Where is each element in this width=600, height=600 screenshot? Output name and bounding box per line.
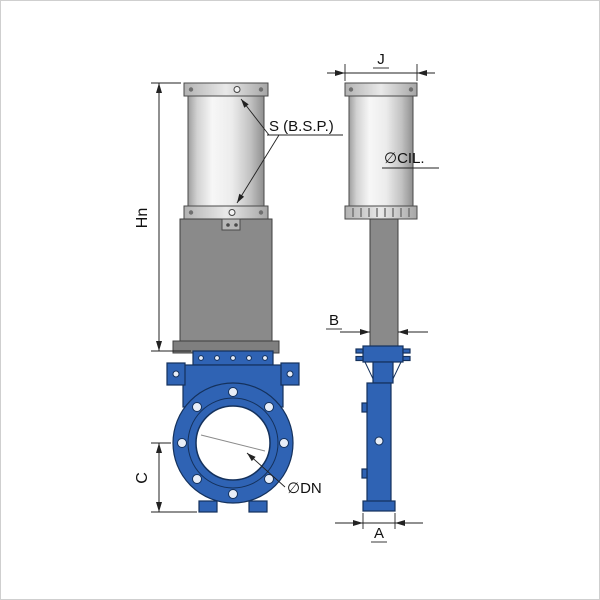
lug-right-bolt <box>286 370 294 378</box>
dn-label: ∅DN <box>287 480 322 497</box>
callout-dn: ∅DN <box>246 452 322 497</box>
yoke-front <box>172 218 280 354</box>
air-port-bottom <box>228 209 236 216</box>
s-bsp-label: S (B.S.P.) <box>269 118 334 135</box>
foot-side <box>362 500 396 512</box>
valve-body-side <box>355 345 411 512</box>
dim-j: J <box>327 51 435 81</box>
cylinder-side-top-cap <box>344 82 418 97</box>
cylinder-front <box>183 82 269 220</box>
air-port-top <box>233 86 241 93</box>
callout-cil: ∅CIL. <box>382 150 439 169</box>
lug-bump-top <box>361 402 368 413</box>
lug-left-bolt <box>172 370 180 378</box>
cylinder-body <box>187 95 265 207</box>
raised-face-ring <box>187 397 279 489</box>
lug-bump-bottom <box>361 468 368 479</box>
dim-j-label: J <box>377 51 385 68</box>
cylinder-side-bolt-row <box>352 208 410 217</box>
gland-stud-left-2 <box>355 355 364 362</box>
through-bolt-hole <box>374 436 384 446</box>
dim-hn-label: Hn <box>134 208 151 228</box>
stem-guide-bolts <box>226 223 238 227</box>
cil-label: ∅CIL. <box>384 150 425 167</box>
valve-body-front <box>166 350 300 513</box>
gland-bolts <box>198 355 268 361</box>
dim-a-label: A <box>374 525 384 542</box>
dim-b-label: B <box>329 312 339 329</box>
gland-stud-right-1 <box>402 348 411 354</box>
cylinder-side <box>344 82 418 220</box>
dim-a: A <box>335 513 423 543</box>
dim-c: C <box>134 442 197 513</box>
cylinder-bottom-cap <box>183 205 269 220</box>
side-view: J ∅CIL. B A <box>326 51 439 543</box>
yoke-body <box>179 218 273 342</box>
callout-s-bsp: S (B.S.P.) <box>236 98 343 204</box>
gate-edge-line <box>200 434 266 452</box>
gland-stud-right-2 <box>402 355 411 362</box>
front-view: Hn C S (B.S.P.) ∅DN <box>134 82 343 513</box>
cylinder-side-body <box>348 95 414 207</box>
dim-hn: Hn <box>134 82 191 352</box>
yoke-side <box>369 218 399 347</box>
stem-guide <box>221 218 241 231</box>
cylinder-top-cap <box>183 82 269 97</box>
cylinder-side-cap-bolts <box>348 87 414 92</box>
gland-stud-left-1 <box>355 348 364 354</box>
flange-bolt-holes <box>177 387 289 499</box>
neck-side <box>372 361 394 384</box>
foot-right <box>248 500 268 513</box>
dim-c-label: C <box>134 472 151 484</box>
cylinder-cap-bolts <box>188 87 264 215</box>
gland-side <box>362 345 404 363</box>
dim-b: B <box>326 312 428 335</box>
foot-left <box>198 500 218 513</box>
cylinder-side-bottom-cap <box>344 205 418 220</box>
